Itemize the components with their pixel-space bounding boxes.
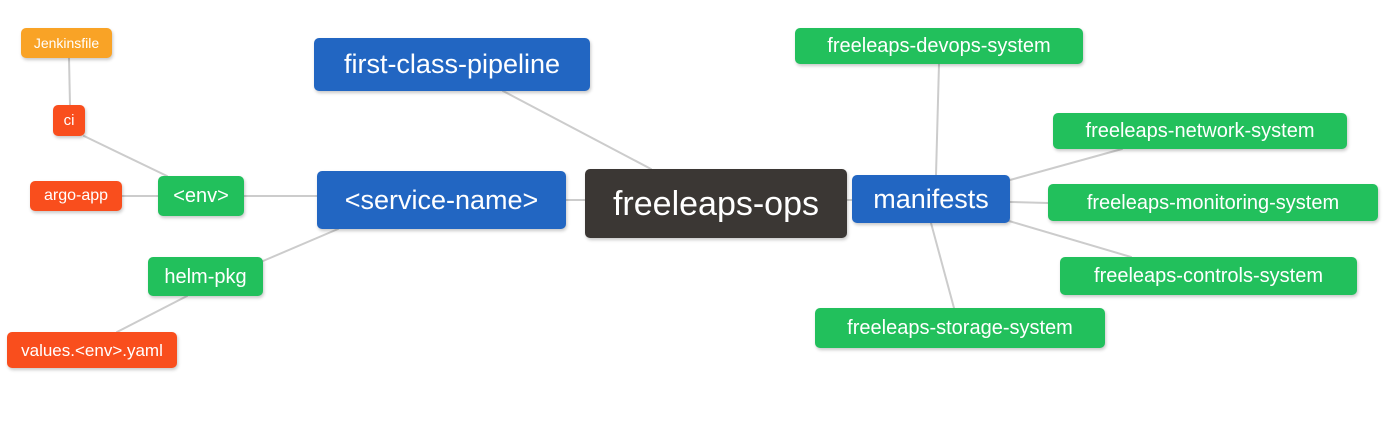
node-freeleaps-network-system[interactable]: freeleaps-network-system <box>1053 113 1347 149</box>
node-freeleaps-ops[interactable]: freeleaps-ops <box>585 169 847 238</box>
edge-jenkinsfile-ci <box>68 57 71 106</box>
node-freeleaps-monitoring-system[interactable]: freeleaps-monitoring-system <box>1048 184 1378 221</box>
edge-ci-env <box>83 135 168 177</box>
edge-manifests-storage-system <box>930 222 955 309</box>
edge-manifests-monitoring-system <box>1009 201 1049 204</box>
edge-manifests-devops-system <box>935 63 940 176</box>
node-env[interactable]: <env> <box>158 176 244 216</box>
edge-first-class-pipeline-freeleaps-ops <box>502 90 652 170</box>
edge-manifests-network-system <box>1009 148 1123 181</box>
node-service-name[interactable]: <service-name> <box>317 171 566 229</box>
edge-manifests-controls-system <box>1008 220 1132 258</box>
node-jenkinsfile[interactable]: Jenkinsfile <box>21 28 112 58</box>
node-helm-pkg[interactable]: helm-pkg <box>148 257 263 296</box>
node-freeleaps-controls-system[interactable]: freeleaps-controls-system <box>1060 257 1357 295</box>
node-freeleaps-storage-system[interactable]: freeleaps-storage-system <box>815 308 1105 348</box>
node-manifests[interactable]: manifests <box>852 175 1010 223</box>
node-ci[interactable]: ci <box>53 105 85 136</box>
node-freeleaps-devops-system[interactable]: freeleaps-devops-system <box>795 28 1083 64</box>
edge-values-env-yaml-helm-pkg <box>116 295 188 333</box>
node-values-env-yaml[interactable]: values.<env>.yaml <box>7 332 177 368</box>
node-first-class-pipeline[interactable]: first-class-pipeline <box>314 38 590 91</box>
node-argo-app[interactable]: argo-app <box>30 181 122 211</box>
edge-helm-pkg-service-name <box>262 228 339 262</box>
